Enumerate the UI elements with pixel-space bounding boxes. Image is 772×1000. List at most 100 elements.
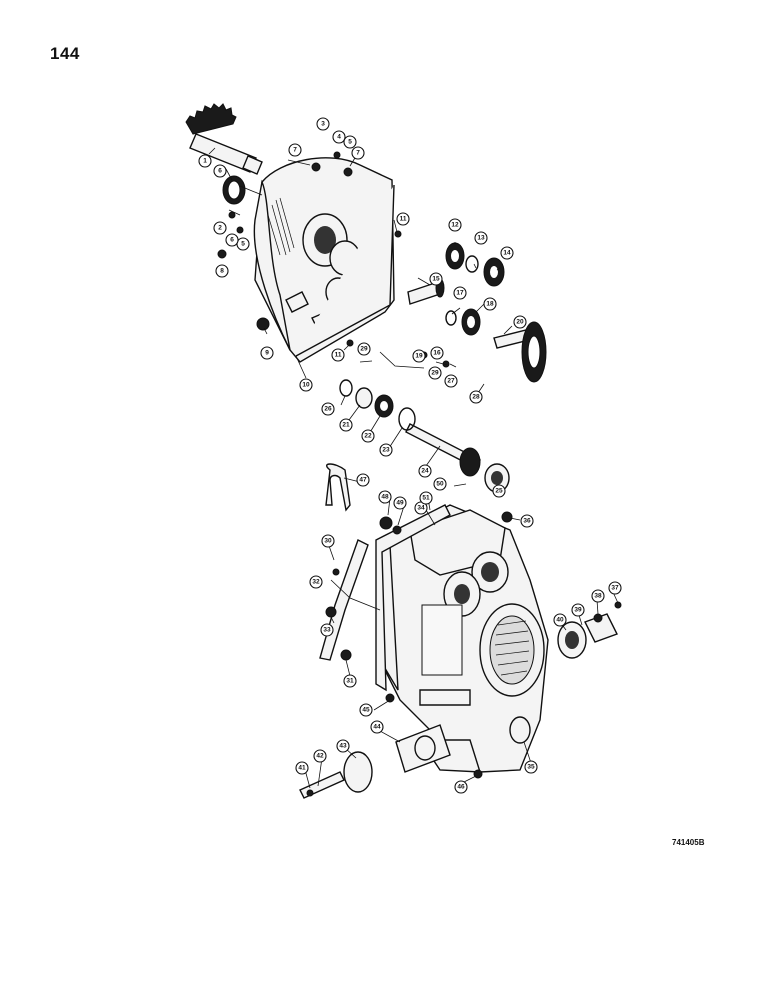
svg-text:16: 16 <box>433 350 441 357</box>
svg-text:17: 17 <box>456 290 464 297</box>
upper-housing-cover <box>253 157 395 363</box>
svg-text:39: 39 <box>574 607 582 614</box>
svg-text:5: 5 <box>348 139 352 146</box>
svg-text:19: 19 <box>415 353 423 360</box>
callout-38: 38 <box>591 589 605 603</box>
callout-5a: 5 <box>343 135 357 149</box>
svg-text:12: 12 <box>451 222 459 229</box>
callout-23: 23 <box>379 443 393 457</box>
callout-17: 17 <box>453 286 467 300</box>
callout-10: 10 <box>299 378 313 392</box>
callout-42: 42 <box>313 749 327 763</box>
callout-29a: 29 <box>357 342 371 356</box>
callout-6b: 6 <box>225 233 239 247</box>
callout-13: 13 <box>474 231 488 245</box>
svg-text:48: 48 <box>381 494 389 501</box>
callout-28: 28 <box>469 390 483 404</box>
callout-5b: 5 <box>236 237 250 251</box>
input-shaft-gear <box>185 103 263 175</box>
svg-text:33: 33 <box>323 627 331 634</box>
callout-30: 30 <box>321 534 335 548</box>
callout-7a: 7 <box>288 143 302 157</box>
callout-29b: 29 <box>428 366 442 380</box>
svg-text:23: 23 <box>382 447 390 454</box>
svg-text:24: 24 <box>421 468 429 475</box>
callout-46: 46 <box>454 780 468 794</box>
svg-text:45: 45 <box>362 707 370 714</box>
callout-6a: 6 <box>213 164 227 178</box>
callout-44: 44 <box>370 720 384 734</box>
callout-41: 41 <box>295 761 309 775</box>
figure-code: 741405B <box>672 838 705 847</box>
svg-text:47: 47 <box>359 477 367 484</box>
svg-text:41: 41 <box>298 765 306 772</box>
callout-14: 14 <box>500 246 514 260</box>
lower-transmission-housing <box>379 504 549 773</box>
callout-9: 9 <box>260 346 274 360</box>
svg-text:6: 6 <box>218 168 222 175</box>
svg-text:44: 44 <box>373 724 381 731</box>
svg-text:13: 13 <box>477 235 485 242</box>
svg-text:14: 14 <box>503 250 511 257</box>
callout-47: 47 <box>356 473 370 487</box>
callout-25: 25 <box>492 484 506 498</box>
svg-text:3: 3 <box>321 121 325 128</box>
callout-49: 49 <box>393 496 407 510</box>
callout-51: 51 <box>419 491 433 505</box>
output-shaft-gear <box>493 321 547 383</box>
callout-3: 3 <box>316 117 330 131</box>
svg-text:27: 27 <box>447 378 455 385</box>
callout-16: 16 <box>430 346 444 360</box>
svg-text:21: 21 <box>342 422 350 429</box>
svg-text:1: 1 <box>203 158 207 165</box>
svg-text:8: 8 <box>220 268 224 275</box>
svg-text:29: 29 <box>360 346 368 353</box>
callout-11b: 11 <box>331 348 345 362</box>
svg-text:10: 10 <box>302 382 310 389</box>
fasteners <box>217 151 622 797</box>
callout-50: 50 <box>433 477 447 491</box>
svg-text:5: 5 <box>241 241 245 248</box>
callout-4: 4 <box>332 130 346 144</box>
svg-text:49: 49 <box>396 500 404 507</box>
svg-text:35: 35 <box>527 764 535 771</box>
callout-35: 35 <box>524 760 538 774</box>
svg-text:26: 26 <box>324 406 332 413</box>
callout-12: 12 <box>448 218 462 232</box>
callout-40: 40 <box>553 613 567 627</box>
callout-32: 32 <box>309 575 323 589</box>
callout-11a: 11 <box>396 212 410 226</box>
svg-text:34: 34 <box>417 505 425 512</box>
svg-text:22: 22 <box>364 433 372 440</box>
callout-8: 8 <box>215 264 229 278</box>
callout-2: 2 <box>213 221 227 235</box>
svg-text:7: 7 <box>293 147 297 154</box>
page-number: 144 <box>50 44 80 63</box>
callout-15: 15 <box>429 272 443 286</box>
svg-text:46: 46 <box>457 784 465 791</box>
svg-text:32: 32 <box>312 579 320 586</box>
callout-43: 43 <box>336 739 350 753</box>
svg-text:18: 18 <box>486 301 494 308</box>
svg-text:7: 7 <box>356 150 360 157</box>
svg-text:9: 9 <box>265 350 269 357</box>
callout-19: 19 <box>412 349 426 363</box>
callout-31: 31 <box>343 674 357 688</box>
housing-gasket <box>375 504 451 692</box>
callout-22: 22 <box>361 429 375 443</box>
svg-text:51: 51 <box>422 495 430 502</box>
bearing-set-upper <box>407 242 505 336</box>
svg-text:50: 50 <box>436 481 444 488</box>
svg-text:11: 11 <box>400 216 407 223</box>
svg-text:2: 2 <box>218 225 222 232</box>
callout-21: 21 <box>339 418 353 432</box>
svg-text:42: 42 <box>316 753 324 760</box>
svg-text:28: 28 <box>472 394 480 401</box>
svg-text:4: 4 <box>337 134 341 141</box>
svg-text:36: 36 <box>523 518 531 525</box>
countershaft-gear <box>339 379 510 493</box>
callout-18: 18 <box>483 297 497 311</box>
svg-text:37: 37 <box>611 585 619 592</box>
svg-text:38: 38 <box>594 593 602 600</box>
